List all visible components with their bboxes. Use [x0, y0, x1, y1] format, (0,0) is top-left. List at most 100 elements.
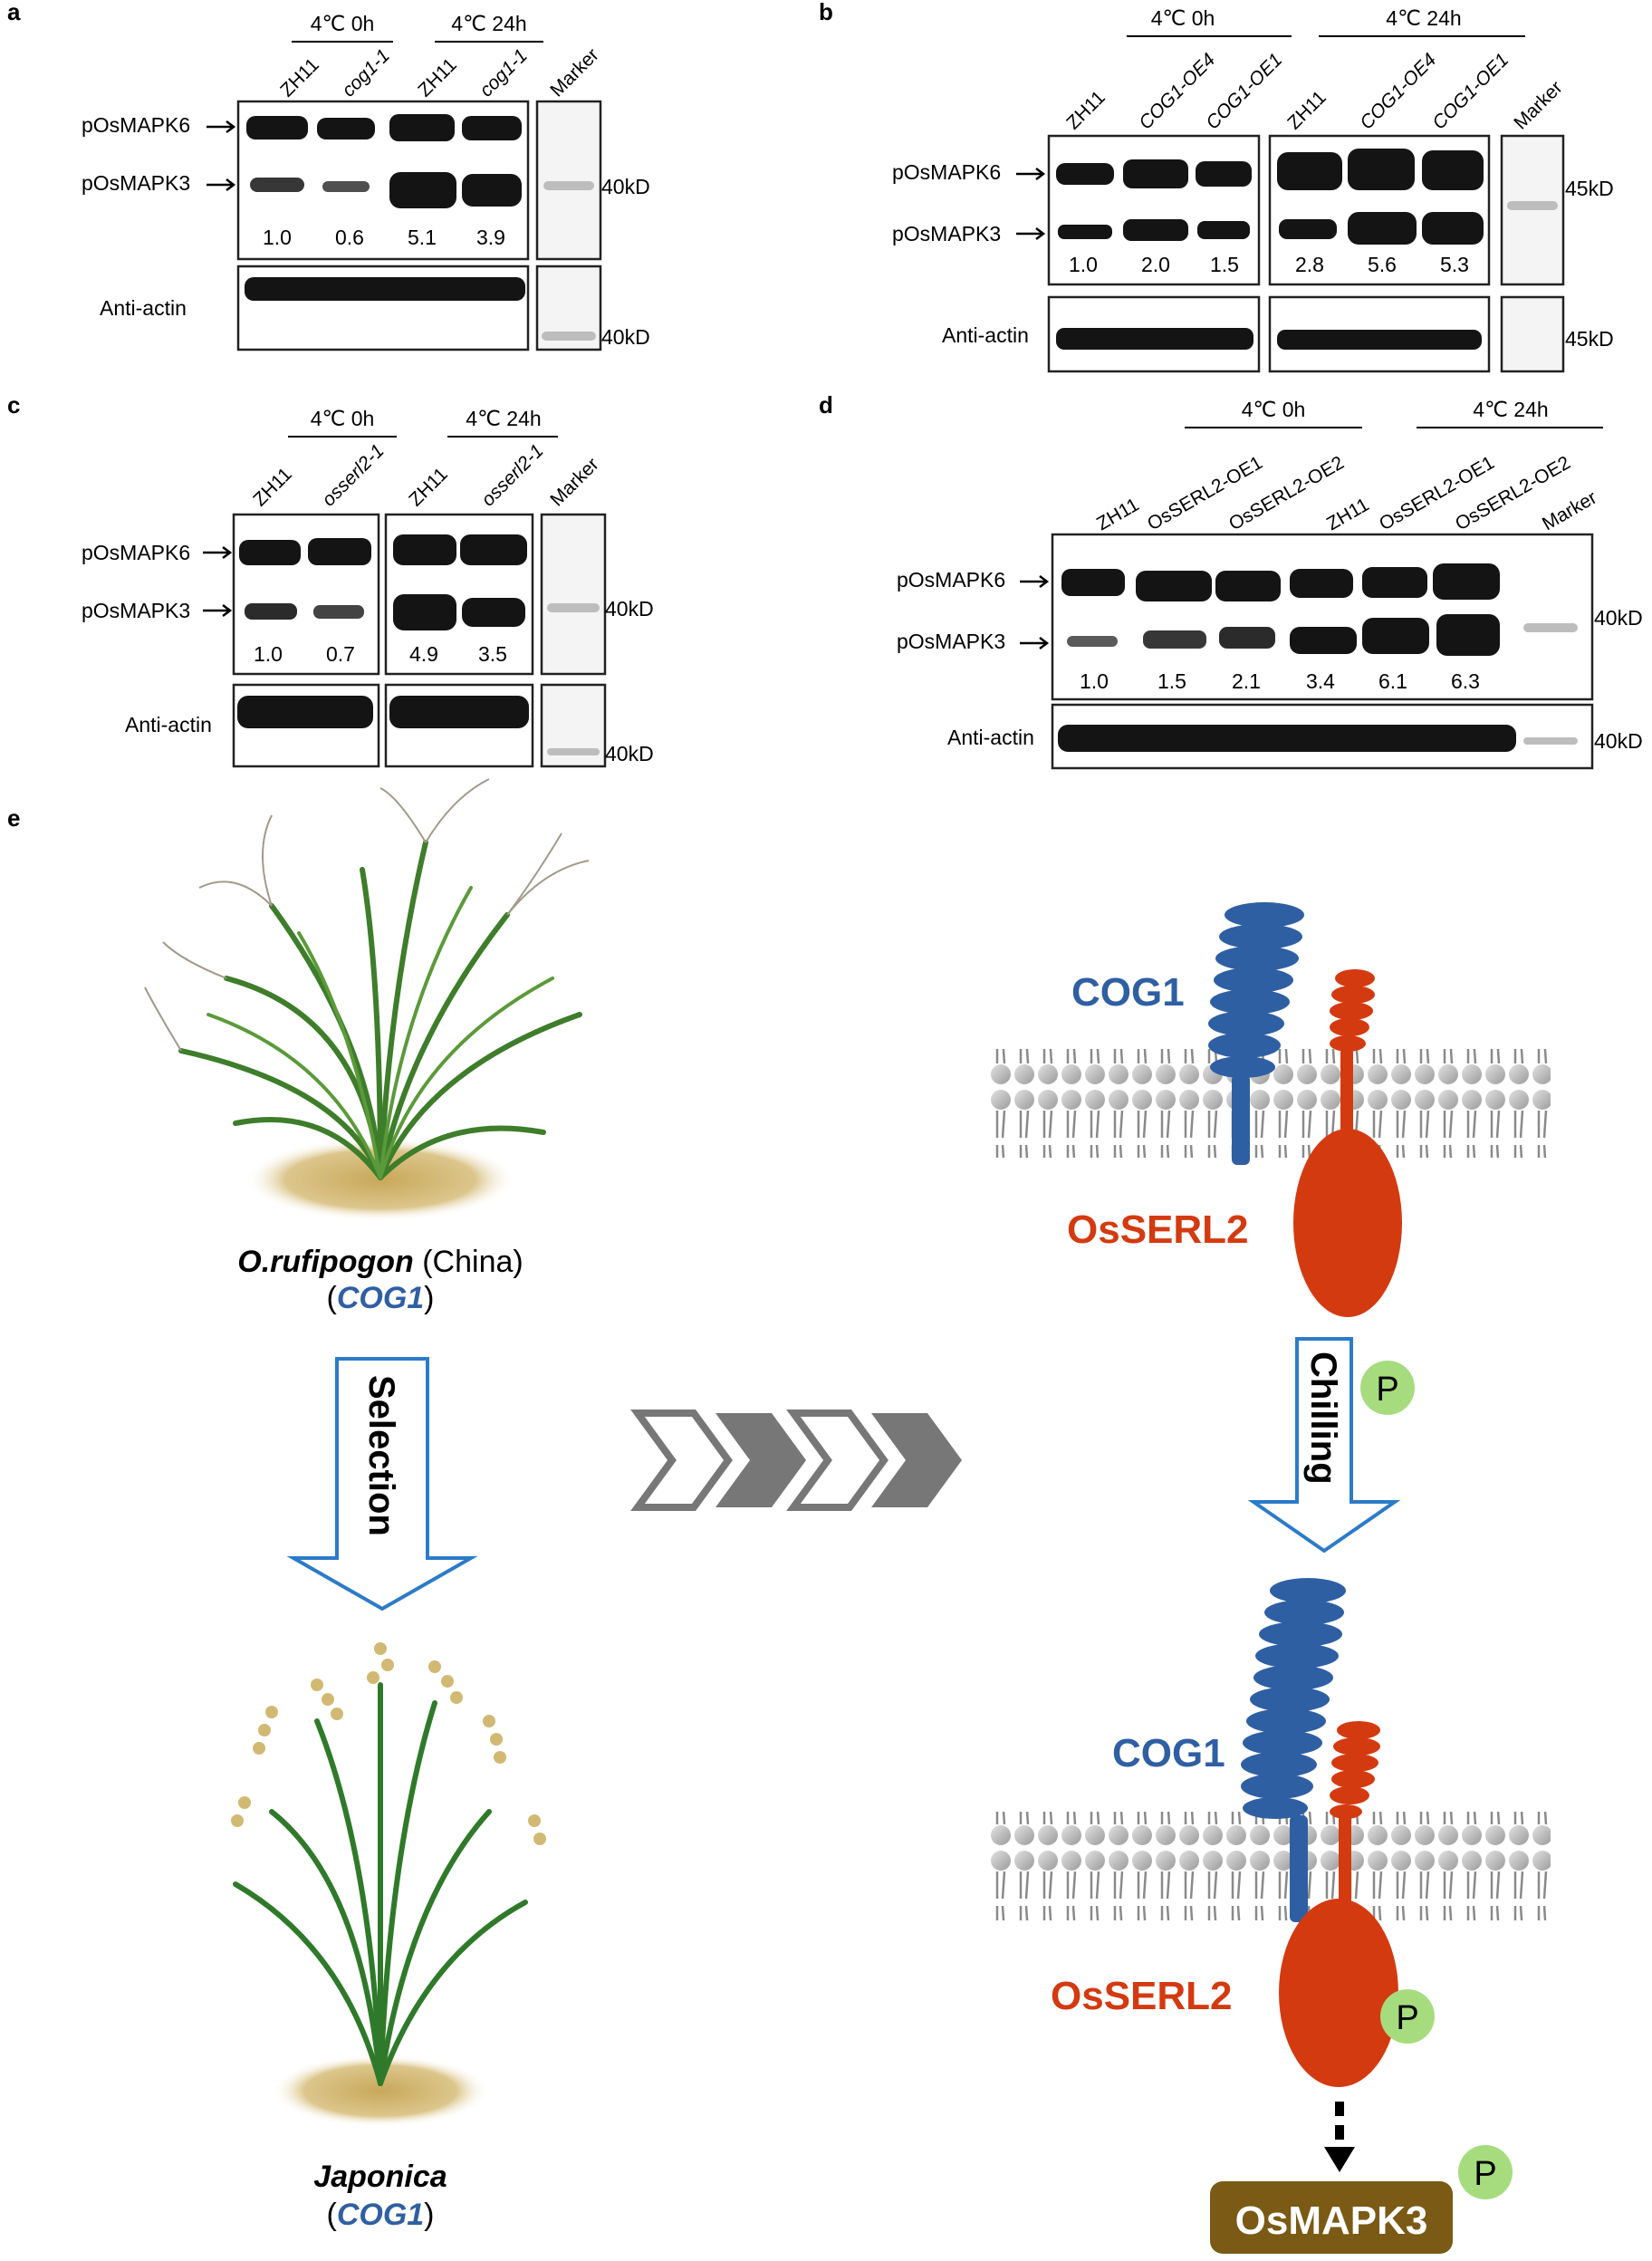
marker-label: Marker	[1539, 487, 1600, 535]
phosphate-icon	[1360, 1361, 1415, 1415]
lane-label: COG1-OE4	[1356, 50, 1440, 134]
quant-value: 0.7	[326, 642, 355, 666]
chilling-arrow: Chilling P	[1247, 1337, 1415, 1554]
quant-value: 0.6	[335, 226, 364, 249]
quant-value: 1.0	[263, 226, 292, 249]
condition-label: 4℃ 0h	[1242, 398, 1306, 421]
quant-value: 4.9	[409, 642, 438, 666]
panel-e: e	[7, 778, 1551, 2254]
membrane-model-resting: COG1 OsSERL2	[989, 902, 1551, 1317]
lipid-bilayer	[989, 1812, 1551, 1920]
quant-value: 3.4	[1306, 669, 1335, 693]
marker-label: Marker	[546, 454, 602, 510]
band-label: pOsMAPK6	[82, 113, 190, 137]
panel-letter-e: e	[7, 804, 20, 832]
panel-letter-a: a	[7, 0, 21, 25]
quant-value: 2.1	[1232, 669, 1261, 693]
mw-label: 40kD	[1594, 729, 1643, 753]
selection-arrow: Selection	[286, 1357, 478, 1612]
condition-label: 4℃ 24h	[466, 407, 541, 430]
band-label: pOsMAPK3	[82, 599, 190, 622]
mw-label: 45kD	[1565, 327, 1614, 351]
osmapk3-box	[1210, 2181, 1453, 2254]
condition-label: 4℃ 0h	[311, 12, 375, 35]
wild-name-line: O.rufipogon (China)	[237, 1245, 523, 1279]
lane-label: ZH11	[405, 464, 451, 510]
quant-value: 6.1	[1378, 669, 1407, 693]
lane-label: ZH11	[1062, 87, 1109, 133]
mw-label: 45kD	[1565, 177, 1614, 200]
condition-label: 4℃ 0h	[1151, 6, 1215, 30]
mw-label: 40kD	[601, 175, 650, 198]
cog1-receptor	[1241, 1578, 1346, 1922]
marker-label: Marker	[1510, 77, 1566, 133]
quant-value: 2.0	[1141, 253, 1170, 276]
quant-value: 1.5	[1157, 669, 1186, 693]
panel-c: c 4℃ 0h 4℃ 24h ZH11 osserl2-1 ZH11 osser…	[7, 391, 654, 768]
marker-label: Marker	[546, 44, 602, 101]
lane-label: ZH11	[414, 54, 460, 101]
marker-lane	[540, 513, 607, 676]
panel-a: a 4℃ 0h 4℃ 24h ZH11 cog1-1 ZH11 cog1-1 M…	[7, 0, 650, 351]
japonica-gene-line: (COG1)	[326, 2198, 434, 2232]
band-label: pOsMAPK6	[897, 568, 1005, 592]
osserl2-receptor	[1293, 969, 1402, 1317]
lane-label: osserl2-1	[477, 440, 547, 510]
quant-value: 1.5	[1210, 253, 1239, 276]
quant-value: 2.8	[1295, 253, 1324, 276]
lane-label: ZH11	[276, 54, 322, 101]
phosphate-label: P	[1396, 1999, 1418, 2037]
lane-label: cog1-1	[338, 45, 394, 101]
panel-b: b 4℃ 0h 4℃ 24h ZH11 COG1-OE4 COG1-OE1 ZH…	[819, 0, 1614, 373]
mw-label: 40kD	[605, 597, 654, 621]
lane-label: osserl2-1	[318, 440, 388, 510]
quant-value: 3.9	[476, 226, 505, 249]
mw-label: 40kD	[1594, 606, 1643, 630]
lane-label: cog1-1	[475, 45, 532, 101]
selection-label: Selection	[361, 1375, 401, 1536]
osmapk3-label: OsMAPK3	[1235, 2198, 1428, 2243]
lane-label: COG1-OE1	[1428, 50, 1513, 134]
panel-d: d 4℃ 0h 4℃ 24h ZH11 OsSERL2-OE1 OsSERL2-…	[819, 391, 1643, 770]
band-label: pOsMAPK6	[82, 541, 190, 564]
wild-rice-plant-image	[144, 778, 590, 1221]
loading-label: Anti-actin	[125, 713, 212, 736]
phosphate-label: P	[1376, 1371, 1398, 1409]
band-label: pOsMAPK3	[897, 630, 1005, 653]
panel-letter-b: b	[819, 0, 833, 25]
marker-lane	[1500, 295, 1565, 373]
band-label: pOsMAPK6	[892, 160, 1001, 184]
japonica-label: Japonica	[313, 2160, 447, 2194]
panel-letter-c: c	[7, 391, 20, 419]
quant-value: 1.0	[254, 642, 283, 666]
quant-value: 5.6	[1368, 253, 1397, 276]
band-label: pOsMAPK3	[82, 171, 190, 195]
quant-value: 1.0	[1069, 253, 1098, 276]
lane-label: ZH11	[1283, 87, 1330, 133]
wild-gene-line: (COG1)	[326, 1281, 434, 1315]
mw-label: 40kD	[605, 742, 654, 765]
quant-value: 3.5	[478, 642, 507, 666]
band-label: pOsMAPK3	[892, 222, 1001, 245]
blot-membrane	[1051, 533, 1594, 701]
phosphate-icon	[1380, 1989, 1435, 2044]
phosphate-label: P	[1474, 2155, 1496, 2193]
chevron-arrows	[630, 1410, 962, 1511]
japonica-rice-plant-image	[231, 1642, 546, 2127]
mw-label: 40kD	[601, 325, 650, 349]
dashed-arrow-icon	[1324, 2102, 1355, 2172]
panel-letter-d: d	[819, 391, 833, 419]
cog1-label: COG1	[1071, 970, 1185, 1015]
lane-label: ZH11	[249, 464, 295, 510]
loading-label: Anti-actin	[947, 726, 1034, 749]
marker-lane	[535, 100, 602, 261]
condition-label: 4℃ 24h	[451, 12, 526, 35]
phosphate-icon	[1458, 2145, 1513, 2199]
osserl2-label: OsSERL2	[1051, 1974, 1233, 2018]
lane-label: ZH11	[1093, 495, 1143, 535]
chilling-label: Chilling	[1303, 1352, 1343, 1485]
quant-value: 5.1	[408, 226, 437, 249]
osserl2-label: OsSERL2	[1067, 1207, 1249, 1252]
condition-label: 4℃ 0h	[311, 407, 375, 430]
membrane-model-chilling: COG1 OsSERL2 P	[989, 1578, 1551, 2087]
